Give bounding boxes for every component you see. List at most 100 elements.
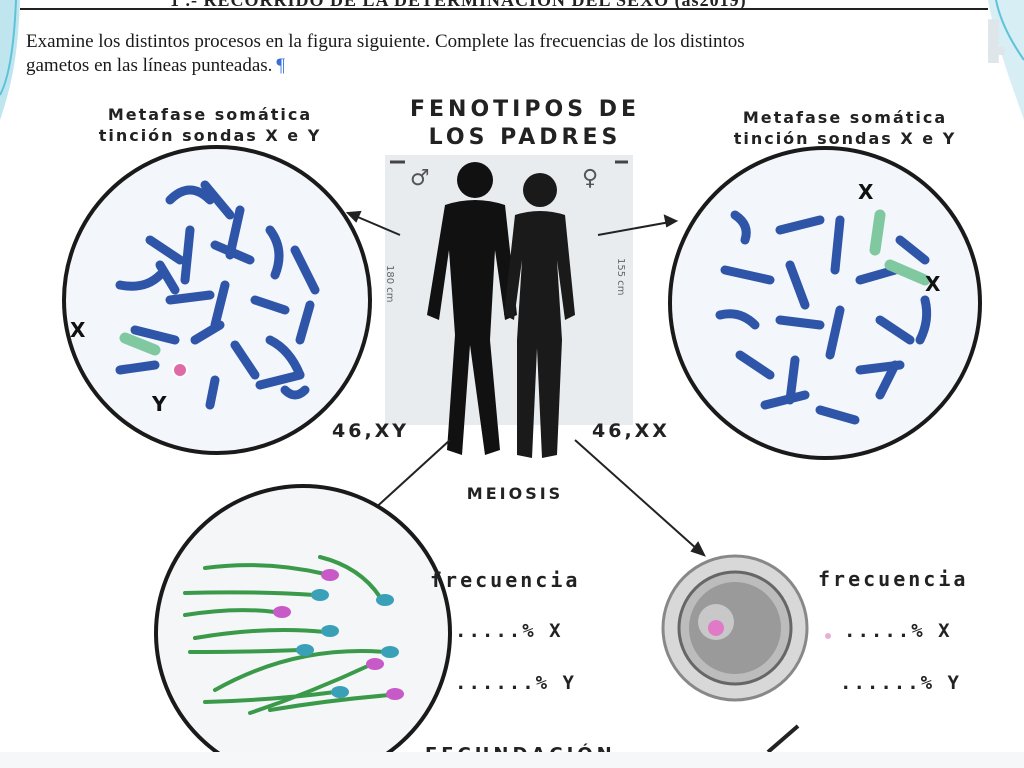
- egg-panel: [661, 554, 831, 702]
- sperm-heads: [273, 569, 404, 700]
- chromosome: [785, 355, 800, 405]
- right-metaphase-label-line2: tinción sondas X e Y: [733, 129, 957, 148]
- egg-frequency-y: ......% Y: [840, 672, 961, 694]
- page-header: 1 .- RECORRIDO DE LA DETERMINACIÓN DEL S…: [170, 0, 747, 10]
- chromosome: [855, 265, 900, 285]
- chromosome: [200, 180, 235, 220]
- parents-phenotype-title: FENOTIPOS DE LOS PADRES: [380, 96, 670, 152]
- bottom-strip: [0, 752, 1024, 768]
- egg-polar-dot: [825, 633, 831, 639]
- arrow-to-fecundation: [766, 724, 800, 752]
- chromosome: [250, 295, 290, 315]
- chromosome: [115, 270, 165, 291]
- chromosome: [145, 235, 185, 265]
- sperm-tail: [188, 648, 302, 654]
- pilcrow-mark: ¶: [276, 55, 286, 76]
- sperm-head-y: [321, 625, 339, 637]
- chromosome: [735, 350, 775, 380]
- sperm-tail: [203, 563, 327, 576]
- y-chromosome-probe: [172, 362, 188, 378]
- chromosome: [165, 185, 215, 205]
- sperm-tail: [213, 649, 387, 692]
- sperm-panel: [154, 484, 452, 752]
- arrowhead: [345, 210, 362, 223]
- chromosome: [205, 375, 220, 410]
- chromosome: [115, 360, 160, 375]
- left-swoosh-line: [0, 0, 17, 96]
- title-line-2: LOS PADRES: [428, 125, 622, 150]
- header-rule: [20, 8, 988, 10]
- sperm-tails: [183, 555, 392, 715]
- chromosome: [255, 370, 305, 390]
- chromosome: [915, 295, 932, 345]
- chromosome: [180, 225, 195, 285]
- female-head: [523, 173, 557, 207]
- instructions-text: Examine los distintos procesos en la fig…: [26, 30, 976, 78]
- left-y-label: Y: [152, 392, 167, 416]
- right-metaphase-label: Metafase somática tinción sondas X e Y: [685, 107, 988, 149]
- sperm-head-x: [366, 658, 384, 670]
- right-swoosh: [988, 0, 1024, 120]
- female-symbol-icon: ♀: [582, 166, 599, 191]
- chromosome: [875, 360, 900, 400]
- chromosome: [815, 405, 860, 425]
- male-head: [457, 162, 493, 198]
- female-genotype: 46,XX: [592, 420, 670, 442]
- x-chromosome-probe-1: [869, 209, 886, 256]
- parents-silhouette-panel: [385, 155, 633, 458]
- right-swoosh-line: [995, 0, 1024, 61]
- sperm-tail: [193, 628, 327, 640]
- sperm-cell-outline: [154, 484, 452, 752]
- left-metaphase-label-line1: Metafase somática: [107, 105, 313, 124]
- arrow-to-right-cell: [597, 221, 671, 236]
- arrow-to-egg: [574, 439, 699, 551]
- instructions-line-1: Examine los distintos procesos en la fig…: [26, 31, 745, 52]
- chromosome: [280, 385, 310, 400]
- diagram-canvas: [62, 145, 982, 752]
- chromosome: [775, 215, 825, 235]
- chromosome: [720, 265, 775, 285]
- male-body: [427, 200, 517, 455]
- sperm-tail: [183, 590, 317, 597]
- sperm-tail: [318, 555, 382, 599]
- female-body: [504, 211, 575, 458]
- sperm-head-x: [321, 569, 339, 581]
- chromosome: [785, 260, 810, 310]
- left-x-label: X: [70, 318, 86, 342]
- sperm-frequency-x: .....% X: [455, 620, 563, 642]
- male-height-scale: 180 cm: [384, 265, 395, 303]
- chromosome: [155, 260, 180, 295]
- chromosome: [830, 215, 845, 275]
- chromosome: [190, 320, 225, 345]
- sperm-tail: [248, 663, 372, 715]
- egg-frequency-x: .....% X: [844, 620, 952, 642]
- x-chromosome-probe-2: [884, 259, 931, 286]
- chromosome: [895, 235, 930, 265]
- chromosome: [825, 305, 845, 360]
- sperm-head-y: [381, 646, 399, 658]
- right-metaphase-label-line1: Metafase somática: [742, 108, 948, 127]
- right-x-label-2: X: [925, 272, 941, 296]
- male-genotype: 46,XY: [332, 420, 410, 442]
- sperm-head-y: [311, 589, 329, 601]
- x-chromosome-probe: [119, 332, 161, 356]
- sperm-head-x: [273, 606, 291, 618]
- left-metaphase-cell: [62, 145, 372, 455]
- chromosome: [295, 300, 315, 345]
- sperm-head-x: [386, 688, 404, 700]
- chromosome: [875, 315, 915, 345]
- right-metaphase-cell: [668, 146, 982, 460]
- male-symbol-icon: ♂: [410, 166, 430, 191]
- right-x-label-1: X: [858, 180, 874, 204]
- chromosome: [130, 325, 180, 345]
- left-metaphase-label: Metafase somática tinción sondas X e Y: [50, 104, 370, 146]
- sperm-head-y: [296, 644, 314, 656]
- sperm-head-y: [376, 594, 394, 606]
- chromosome: [210, 280, 230, 330]
- left-metaphase-label-line2: tinción sondas X e Y: [98, 126, 322, 145]
- egg-nucleus: [708, 620, 724, 636]
- right-chromosomes: [715, 210, 932, 425]
- document-page: 1 .- RECORRIDO DE LA DETERMINACIÓN DEL S…: [20, 0, 988, 752]
- fecundation-label-cut: FECUNDACIÓN: [425, 744, 616, 752]
